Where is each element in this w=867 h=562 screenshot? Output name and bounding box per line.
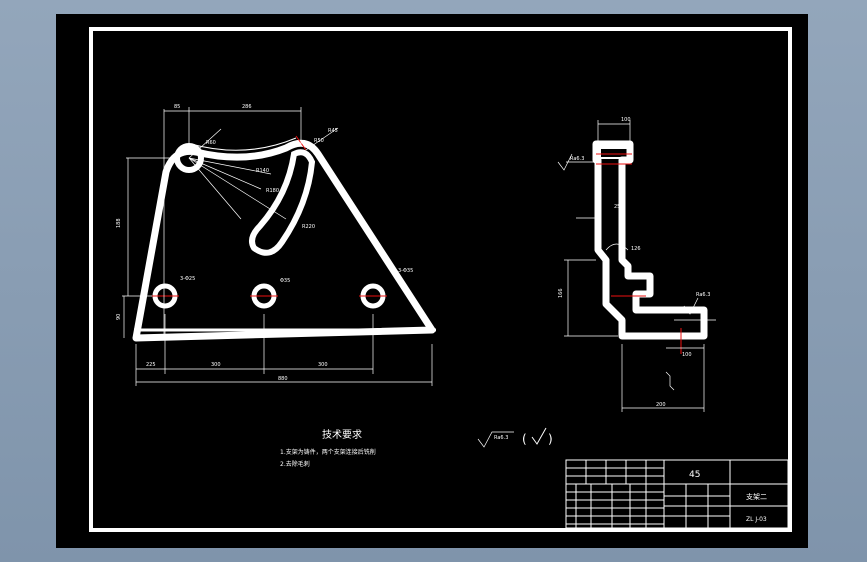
- side-dim-25: 25: [614, 204, 620, 210]
- title-block: 45 支架二 ZL J-03: [565, 459, 789, 529]
- dim-r45: R45: [328, 128, 338, 134]
- side-dim-100: 100: [621, 117, 631, 123]
- tech-line-1: 1.支架为铸件，两个支架连接后铣削: [280, 448, 376, 456]
- dim-r60: R60: [206, 140, 216, 146]
- drawing-sheet: 85 286 880 225 300 300 R60 R50 R45 R140 …: [56, 14, 808, 548]
- roughness-value: Ra6.3: [494, 435, 508, 441]
- dim-r220: R220: [302, 224, 315, 230]
- dim-85: 85: [174, 104, 180, 110]
- side-view: 100 Ra6.3 25 126 166 Ra6.3 100 200: [557, 117, 716, 412]
- title-material: 45: [689, 470, 700, 480]
- dim-188: 188: [116, 218, 122, 228]
- dim-286: 286: [242, 104, 252, 110]
- dim-880: 880: [278, 376, 288, 382]
- dim-phi35: Φ35: [280, 278, 290, 284]
- title-drawing-no: ZL J-03: [746, 516, 767, 523]
- cad-drawing: 85 286 880 225 300 300 R60 R50 R45 R140 …: [89, 27, 792, 532]
- side-roughness-1: Ra6.3: [570, 156, 584, 162]
- dim-300b: 300: [318, 362, 328, 368]
- dim-r140: R140: [256, 168, 269, 174]
- front-view: 85 286 880 225 300 300 R60 R50 R45 R140 …: [116, 104, 436, 386]
- dim-r50: R50: [314, 138, 324, 144]
- dim-r180: R180: [266, 188, 279, 194]
- dim-300a: 300: [211, 362, 221, 368]
- tech-notes: 技术要求 1.支架为铸件，两个支架连接后铣削 2.去除毛刺: [280, 428, 376, 468]
- top-edge: [190, 137, 297, 151]
- curved-slot: [249, 149, 316, 256]
- roughness-check: [531, 427, 547, 445]
- dim-3-phi35: 3-Φ35: [398, 268, 413, 274]
- title-part-name: 支架二: [746, 492, 767, 501]
- dim-225: 225: [146, 362, 156, 368]
- side-dim-100b: 100: [682, 352, 692, 358]
- side-roughness-2: Ra6.3: [696, 292, 710, 298]
- side-dim-126: 126: [631, 246, 641, 252]
- dim-3-phi25: 3-Φ25: [180, 276, 195, 282]
- side-profile: [592, 140, 708, 340]
- side-dim-200: 200: [656, 402, 666, 408]
- tech-line-2: 2.去除毛刺: [280, 460, 310, 468]
- dim-90: 90: [116, 314, 122, 320]
- general-roughness: Ra6.3 ( ): [477, 427, 553, 448]
- roughness-bracket-close: ): [548, 432, 553, 446]
- tech-title: 技术要求: [322, 428, 362, 441]
- roughness-bracket-open: (: [522, 432, 527, 446]
- sheet-border: [89, 27, 792, 532]
- side-dim-166: 166: [558, 288, 564, 298]
